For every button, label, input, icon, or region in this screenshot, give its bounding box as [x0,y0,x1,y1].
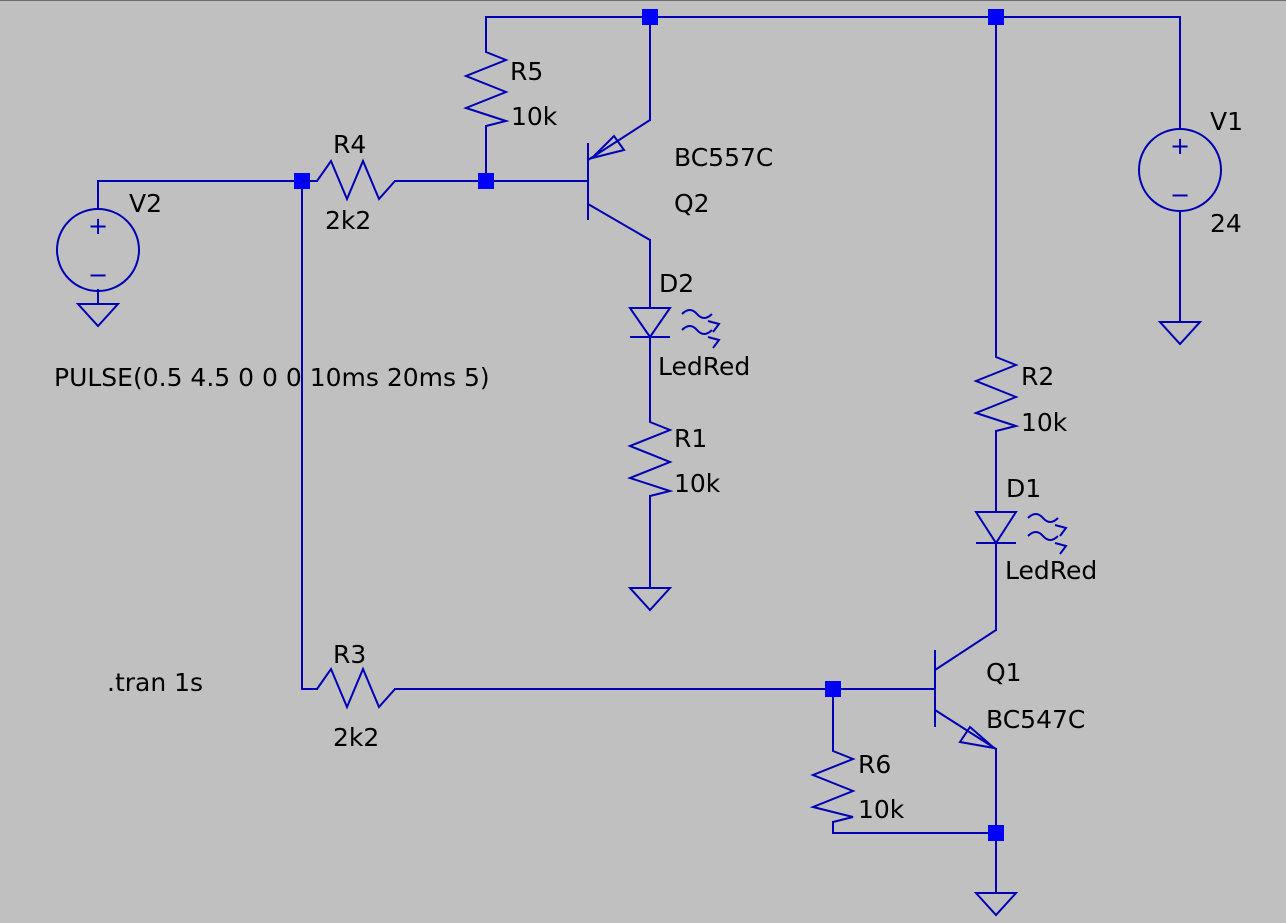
wire-left-vertical[interactable] [301,180,318,690]
v2-value: PULSE(0.5 4.5 0 0 0 10ms 20ms 5) [54,363,490,392]
r3-value: 2k2 [333,723,379,752]
minus-symbol: − [88,261,108,289]
junction-dot[interactable] [478,173,494,189]
light-emission-icon [681,309,713,319]
wire-v2-input[interactable] [97,180,303,210]
junction-dot[interactable] [825,681,841,697]
transistor-q1-npn[interactable] [934,629,998,750]
v1-name: V1 [1210,107,1243,136]
wire-r6-bottom[interactable] [832,821,997,834]
r4-name: R4 [333,130,366,159]
d1-value: LedRed [1005,556,1097,585]
resistor-r5[interactable] [463,45,510,127]
plus-symbol: + [88,212,108,240]
v2-name: V2 [129,189,162,218]
r1-name: R1 [674,424,707,453]
light-emission-icon [1027,531,1059,541]
r6-value: 10k [858,795,905,824]
plus-symbol: + [1170,132,1190,160]
r1-value: 10k [674,469,721,498]
junction-dot[interactable] [642,9,658,25]
r4-value: 2k2 [325,206,371,235]
r5-name: R5 [510,57,543,86]
voltage-source-v2[interactable]: + − [56,208,140,292]
light-emission-icon [681,325,713,335]
q2-model: BC557C [674,143,773,172]
led-d2[interactable] [628,307,721,349]
d2-value: LedRed [658,352,750,381]
q1-model: BC547C [986,705,1085,734]
r3-name: R3 [333,640,366,669]
junction-dot[interactable] [988,825,1004,841]
ground-icon [627,587,673,612]
r5-value: 10k [511,102,558,131]
resistor-r1[interactable] [627,415,674,497]
junctions [294,9,1004,841]
r2-value: 10k [1021,408,1068,437]
voltage-source-v1[interactable]: + − [1138,128,1222,212]
minus-symbol: − [1170,181,1190,209]
wires [97,16,1181,894]
tran-directive[interactable]: .tran 1s [107,668,203,697]
resistor-r6[interactable] [809,744,856,823]
led-d1[interactable] [974,511,1068,555]
v1-value: 24 [1210,209,1242,238]
resistor-r3[interactable] [316,666,396,710]
ground-icon [973,892,1019,917]
junction-dot[interactable] [988,9,1004,25]
d1-name: D1 [1006,474,1041,503]
r6-name: R6 [858,750,891,779]
wire-supply-rail[interactable] [485,16,1181,129]
ground-icon [1157,321,1203,346]
labels: R5 10k R4 2k2 BC557C Q2 V2 PULSE(0.5 4.5… [54,57,1243,824]
resistor-r4[interactable] [302,158,396,202]
light-emission-icon [1027,513,1059,523]
r2-name: R2 [1021,362,1054,391]
q1-name: Q1 [986,658,1022,687]
ground-icon [75,303,121,328]
q2-name: Q2 [674,189,710,218]
d2-name: D2 [659,269,694,298]
resistor-r2[interactable] [973,350,1020,432]
transistor-q2-pnp[interactable] [587,119,651,241]
